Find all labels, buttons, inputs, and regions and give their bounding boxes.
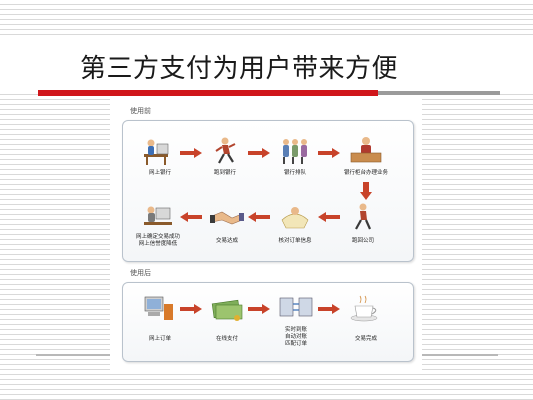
running-person-icon — [215, 137, 236, 164]
title-band — [0, 38, 533, 94]
diagram-image: 使用前 网上银行 跑到银行 银行排队 银行柜台办理业务 — [110, 98, 422, 374]
after-section-label: 使用后 — [130, 269, 151, 277]
computer-user-icon — [144, 206, 172, 225]
realtime-transfer-icon — [279, 297, 313, 317]
flow-arrow-4 — [180, 212, 202, 222]
title-underline-grey — [378, 91, 500, 95]
node-label-deal-complete: 交易完成 — [354, 336, 377, 342]
before-section-label: 使用前 — [130, 107, 151, 115]
node-label-online-bank: 网上银行 — [148, 170, 171, 176]
node-label-realtime: 实时到账 自动对账 匹配订单 — [284, 327, 307, 347]
node-label-online-order: 网上订单 — [148, 336, 171, 342]
flow-arrow-1 — [180, 148, 202, 158]
flow-arrow-5 — [248, 212, 270, 222]
check-order-icon — [281, 207, 309, 229]
online-bank-icon — [144, 139, 169, 165]
footer-rule-right — [422, 354, 498, 356]
online-payment-icon — [211, 299, 243, 321]
slide-title: 第三方支付为用户带来方便 — [80, 54, 399, 84]
run-back-icon — [355, 203, 372, 230]
title-underline-red — [38, 90, 378, 96]
node-label-deal-done: 交易达成 — [215, 238, 238, 244]
flow-arrow-8 — [248, 304, 270, 314]
handshake-icon — [210, 211, 244, 225]
flow-arrow-down — [360, 182, 372, 200]
bank-counter-icon — [350, 137, 382, 163]
bank-queue-icon — [283, 139, 307, 164]
flow-arrow-2 — [248, 148, 270, 158]
flow-arrow-3 — [318, 148, 340, 158]
flow-arrow-6 — [318, 212, 340, 222]
node-label-counter: 银行柜台办理业务 — [343, 170, 388, 176]
node-label-online-payment: 在线支付 — [215, 336, 238, 342]
footer-rule-left — [36, 354, 110, 356]
coffee-cup-icon — [350, 295, 378, 322]
node-label-go-bank: 跑到银行 — [213, 170, 236, 176]
node-label-queue: 银行排队 — [283, 170, 306, 176]
flow-arrow-9 — [318, 304, 340, 314]
node-label-check-order: 核对订单信息 — [278, 238, 312, 244]
online-order-icon — [144, 296, 173, 320]
node-label-confirm-online: 网上确定交易成功 网上信誉度降低 — [135, 234, 180, 247]
flow-arrow-7 — [180, 304, 202, 314]
after-panel — [122, 282, 414, 362]
node-label-back-office: 跑回公司 — [351, 238, 374, 244]
